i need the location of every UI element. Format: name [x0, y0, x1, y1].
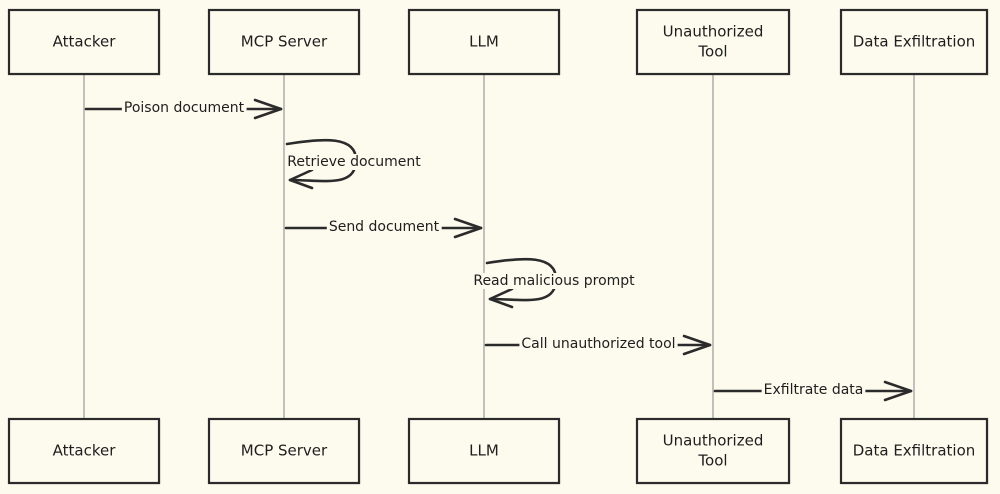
actor-box — [407, 8, 561, 76]
arrowhead — [488, 287, 514, 309]
actor-llm-top: LLM — [407, 8, 561, 76]
arrowhead — [288, 168, 314, 190]
actor-attacker-bottom: Attacker — [7, 417, 161, 485]
actor-label: MCP Server — [241, 442, 328, 460]
arrowhead — [682, 334, 712, 356]
actor-box — [635, 417, 791, 485]
actor-label: LLM — [469, 442, 499, 460]
message-label: Exfiltrate data — [764, 382, 864, 398]
message-label: Call unauthorized tool — [521, 336, 675, 352]
message-label: Read malicious prompt — [473, 273, 635, 289]
actor-label: Tool — [697, 43, 727, 61]
message-label: Send document — [329, 219, 440, 235]
actor-attacker-top: Attacker — [7, 8, 161, 76]
label-background — [286, 154, 423, 170]
message-label: Retrieve document — [287, 154, 421, 170]
arrowhead — [253, 98, 283, 120]
message-4: Read malicious prompt — [472, 257, 637, 309]
arrowhead — [883, 380, 913, 402]
message-6: Exfiltrate data — [713, 380, 913, 402]
actor-label: LLM — [469, 33, 499, 51]
label-background — [472, 273, 637, 289]
actor-box — [635, 8, 791, 76]
actor-box — [7, 8, 161, 76]
actor-llm-bottom: LLM — [407, 417, 561, 485]
arrowhead — [453, 217, 483, 239]
actor-box — [207, 8, 361, 76]
label-background — [519, 337, 678, 351]
actor-label: Unauthorized — [663, 432, 764, 450]
message-2: Retrieve document — [285, 138, 423, 190]
actor-box — [839, 8, 989, 76]
actor-label: Attacker — [53, 33, 117, 51]
actor-box — [839, 417, 989, 485]
actor-label: Unauthorized — [663, 23, 764, 41]
actor-box — [7, 417, 161, 485]
actor-exfil-bottom: Data Exfiltration — [839, 417, 989, 485]
label-background — [761, 383, 866, 397]
actor-box — [407, 417, 561, 485]
actor-exfil-top: Data Exfiltration — [839, 8, 989, 76]
actor-label: Attacker — [53, 442, 117, 460]
actor-box — [207, 417, 361, 485]
message-1: Poison document — [84, 98, 283, 120]
lifelines — [83, 74, 915, 419]
message-label: Poison document — [124, 100, 245, 116]
actor-label: Data Exfiltration — [853, 33, 976, 51]
actor-mcp-bottom: MCP Server — [207, 417, 361, 485]
actor-mcp-top: MCP Server — [207, 8, 361, 76]
actor-label: Data Exfiltration — [853, 442, 976, 460]
actor-label: MCP Server — [241, 33, 328, 51]
actor-label: Tool — [697, 452, 727, 470]
label-background — [326, 220, 442, 234]
message-5: Call unauthorized tool — [484, 334, 712, 356]
label-background — [121, 101, 247, 115]
message-3: Send document — [284, 217, 483, 239]
